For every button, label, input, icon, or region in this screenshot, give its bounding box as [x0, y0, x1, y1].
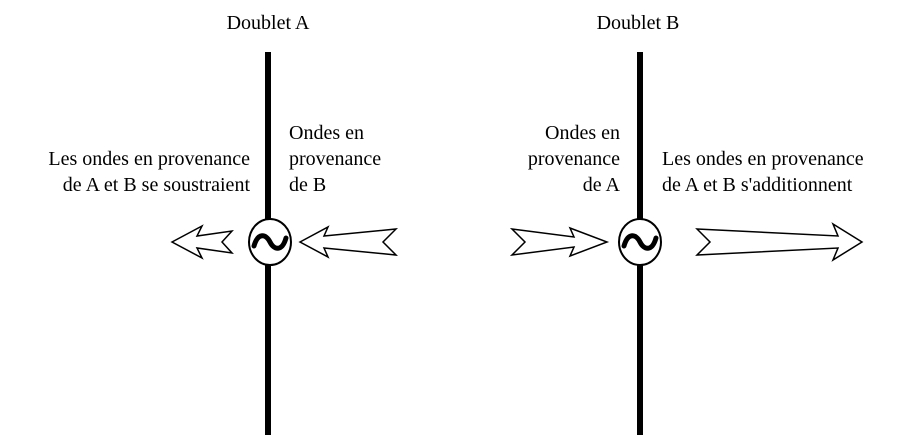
doublet-b-incoming-line-2: provenance — [527, 148, 620, 170]
arrow-right-of-b-icon — [695, 222, 864, 262]
arrow-left-of-a-icon — [170, 224, 234, 260]
doublet-a-title: Doublet A — [226, 12, 310, 34]
arrow-into-b-from-a-icon — [509, 226, 610, 258]
doublet-a-incoming-line-2: provenance — [289, 148, 382, 170]
doublet-b-outgoing-line-1: Les ondes en provenance — [662, 148, 864, 170]
doublet-a-outgoing-line-1: Les ondes en provenance — [48, 148, 250, 170]
doublet-b-outgoing-label: Les ondes en provenance de A et B s'addi… — [662, 146, 907, 198]
doublet-a-outgoing-line-2: de A et B se soustraient — [62, 174, 250, 196]
doublet-a-incoming-label: Ondes en provenance de B — [289, 120, 429, 198]
doublet-a-incoming-line-3: de B — [289, 174, 327, 196]
doublet-a-incoming-line-1: Ondes en — [289, 122, 364, 144]
doublet-b-incoming-line-3: de A — [582, 174, 620, 196]
doublet-b-title: Doublet B — [596, 12, 680, 34]
doublet-b-source-icon — [618, 218, 662, 266]
doublet-a-outgoing-label: Les ondes en provenance de A et B se sou… — [0, 146, 250, 198]
doublet-b-incoming-line-1: Ondes en — [545, 122, 620, 144]
arrow-into-a-from-b-icon — [298, 225, 399, 259]
doublet-b-outgoing-line-2: de A et B s'additionnent — [662, 174, 853, 196]
doublet-a-source-icon — [248, 218, 292, 266]
doublet-b-incoming-label: Ondes en provenance de A — [480, 120, 620, 198]
